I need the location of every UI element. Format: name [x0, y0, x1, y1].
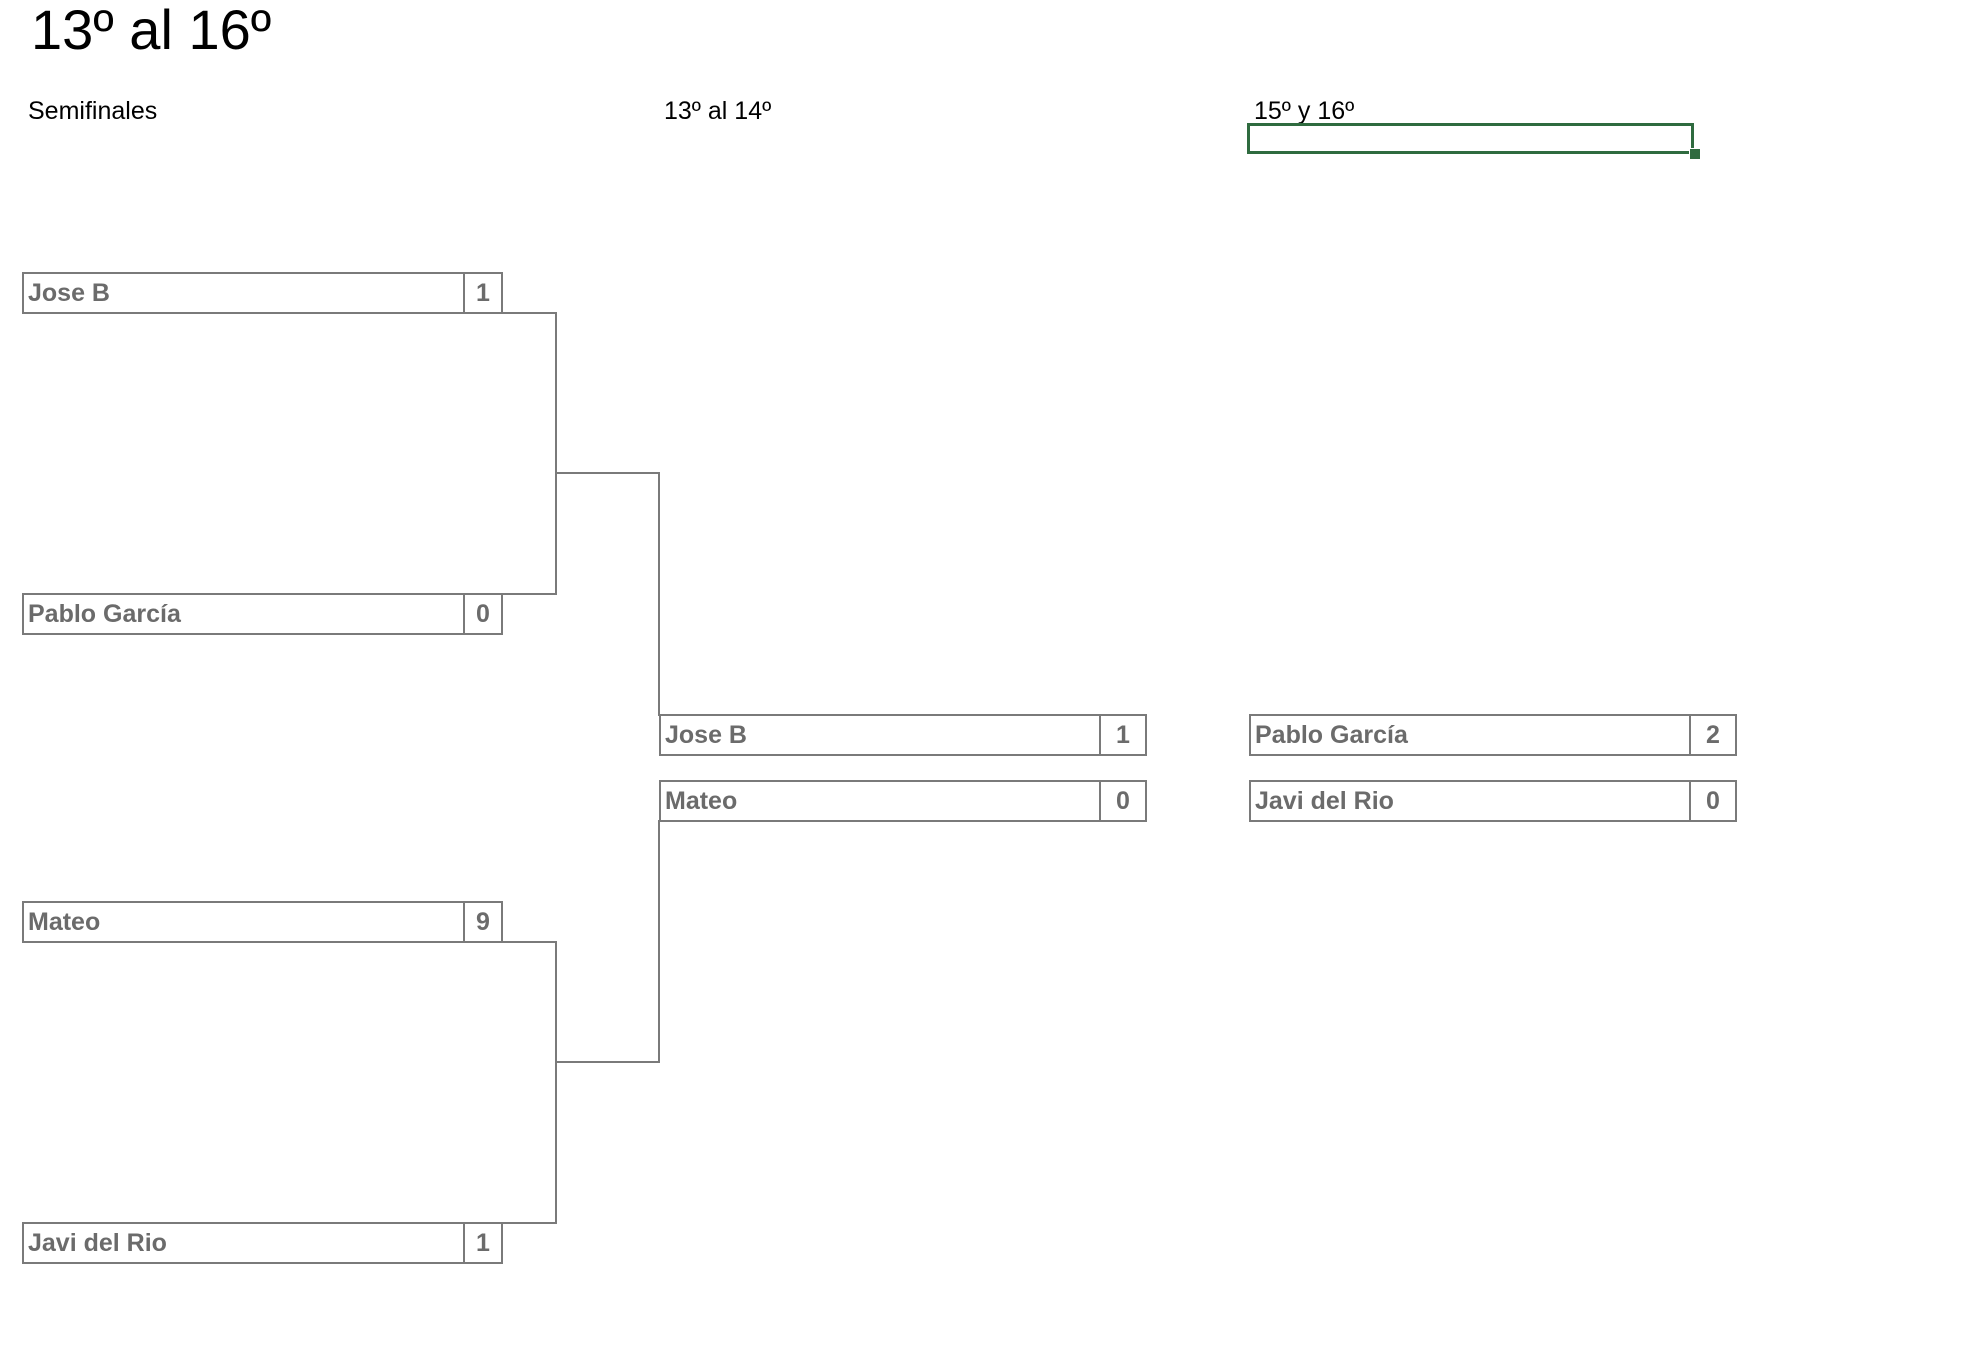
semifinal-1-bottom-entry[interactable]: Pablo García 0	[22, 593, 503, 635]
player-name: Javi del Rio	[1255, 786, 1394, 815]
player-score: 0	[1099, 782, 1145, 820]
bracket-connector	[555, 472, 660, 474]
bracket-connector	[500, 593, 557, 595]
bracket-connector	[658, 820, 660, 1063]
player-score: 1	[1099, 716, 1145, 754]
player-name: Pablo García	[28, 599, 181, 628]
bracket-connector	[555, 1061, 660, 1063]
bracket-connector	[500, 1222, 557, 1224]
semifinal-2-top-entry[interactable]: Mateo 9	[22, 901, 503, 943]
semifinal-1-top-entry[interactable]: Jose B 1	[22, 272, 503, 314]
column-label-semifinals[interactable]: Semifinales	[28, 97, 158, 125]
player-name: Pablo García	[1255, 720, 1408, 749]
player-score: 2	[1689, 716, 1735, 754]
semifinal-2-bottom-entry[interactable]: Javi del Rio 1	[22, 1222, 503, 1264]
player-name: Javi del Rio	[28, 1228, 167, 1257]
bracket-connector	[555, 312, 557, 595]
column-label-final-13-14[interactable]: 13º al 14º	[664, 97, 772, 125]
final-13-14-top-entry[interactable]: Jose B 1	[659, 714, 1147, 756]
fill-handle[interactable]	[1689, 148, 1701, 160]
player-name: Mateo	[665, 786, 738, 815]
selected-cell[interactable]	[1247, 123, 1694, 154]
final-15-16-bottom-entry[interactable]: Javi del Rio 0	[1249, 780, 1737, 822]
bracket-connector	[555, 941, 557, 1224]
player-score: 0	[1689, 782, 1735, 820]
player-name: Jose B	[665, 720, 747, 749]
bracket-connector	[658, 472, 660, 716]
bracket-connector	[500, 312, 557, 314]
player-name: Jose B	[28, 278, 110, 307]
column-label-final-15-16[interactable]: 15º y 16º	[1254, 97, 1355, 125]
player-name: Mateo	[28, 907, 101, 936]
player-score: 1	[463, 274, 501, 312]
sheet-title: 13º al 16º	[31, 0, 272, 61]
player-score: 9	[463, 903, 501, 941]
final-13-14-bottom-entry[interactable]: Mateo 0	[659, 780, 1147, 822]
final-15-16-top-entry[interactable]: Pablo García 2	[1249, 714, 1737, 756]
player-score: 0	[463, 595, 501, 633]
bracket-connector	[500, 941, 557, 943]
player-score: 1	[463, 1224, 501, 1262]
